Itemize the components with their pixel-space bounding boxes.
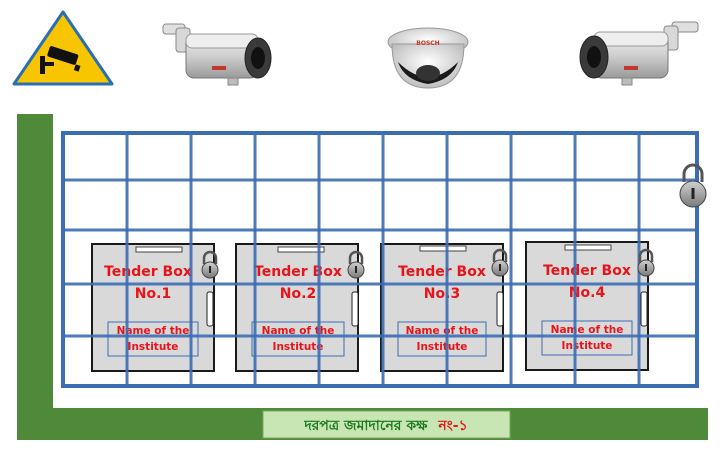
cage-padlock-icon: [679, 163, 707, 208]
institute-label: Institute: [562, 340, 613, 352]
padlock-icon: [637, 248, 655, 277]
institute-label: Name of the: [551, 324, 624, 336]
padlock-icon: [201, 250, 219, 279]
tender-box-4: Tender Box No.4 Name of the Institute: [525, 241, 649, 371]
mesh-cage: [61, 131, 699, 388]
institute-label: Institute: [417, 341, 468, 353]
room-label-number: নং-১: [437, 418, 467, 434]
dome-camera-icon: BOSCH: [387, 27, 469, 89]
tender-box-title: Tender Box: [543, 263, 631, 279]
institute-label: Name of the: [262, 325, 335, 337]
room-label-main: দরপত্র জমাদানের কক্ষ: [303, 418, 428, 434]
institute-label: Institute: [273, 341, 324, 353]
institute-label: Name of the: [117, 325, 190, 337]
room-label-text: দরপত্র জমাদানের কক্ষ নং-১: [303, 418, 467, 434]
tender-box-title: Tender Box: [104, 264, 192, 280]
tender-box-number: No.4: [569, 285, 606, 301]
padlock-icon: [491, 248, 509, 277]
room-label: দরপত্র জমাদানের কক্ষ নং-১: [262, 410, 511, 439]
tender-box-title: Tender Box: [254, 264, 342, 280]
bullet-camera-left-icon: [162, 23, 272, 86]
bullet-camera-right-icon: [579, 21, 699, 86]
dome-brand-text: BOSCH: [416, 40, 439, 47]
tender-box-number: No.3: [424, 286, 460, 302]
tender-box-number: No.1: [135, 286, 171, 302]
institute-label: Institute: [128, 341, 179, 353]
padlock-icon: [347, 250, 365, 279]
tender-box-3: Tender Box No.3 Name of the Institute: [380, 243, 504, 372]
cctv-warning-icon: [12, 10, 114, 86]
institute-label: Name of the: [406, 325, 479, 337]
tender-box-title: Tender Box: [398, 264, 486, 280]
tender-box-1: Tender Box No.1 Name of the Institute: [91, 243, 215, 372]
tender-box-number: No.2: [280, 286, 316, 302]
